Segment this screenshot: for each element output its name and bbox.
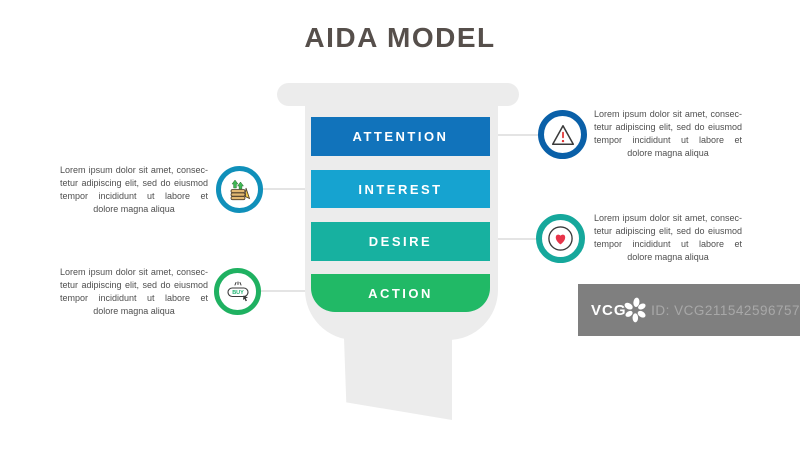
stage-action-label: ACTION bbox=[368, 285, 433, 301]
buy-button-icon: BUY bbox=[226, 281, 249, 301]
connector-desire bbox=[492, 238, 538, 240]
stage-interest-label: INTEREST bbox=[358, 181, 443, 197]
text-line: dolore magna aliqua bbox=[627, 252, 709, 262]
text-line: tempor incididunt ut labore et bbox=[60, 293, 208, 303]
page-title: AIDA MODEL bbox=[304, 22, 496, 53]
text-line: tempor incididunt ut labore et bbox=[594, 135, 742, 145]
badge-attention bbox=[538, 110, 587, 159]
buy-label: BUY bbox=[232, 290, 244, 296]
stage-attention: ATTENTION bbox=[311, 117, 490, 156]
stage-attention-label: ATTENTION bbox=[352, 129, 449, 144]
stage-action: ACTION bbox=[311, 274, 490, 312]
badge-desire bbox=[536, 214, 585, 263]
connector-attention bbox=[492, 134, 540, 136]
text-line: tetur adipiscing elit, sed do eiusmod bbox=[60, 178, 208, 188]
vcg-pinwheel-icon bbox=[624, 297, 646, 323]
text-line: dolore magna aliqua bbox=[627, 148, 709, 158]
annotation-text-action: Lorem ipsum dolor sit amet, consec- tetu… bbox=[60, 266, 208, 318]
stage-interest: INTEREST bbox=[311, 170, 490, 208]
text-line: Lorem ipsum dolor sit amet, consec- bbox=[594, 109, 742, 119]
stage-desire: DESIRE bbox=[311, 222, 490, 261]
badge-interest bbox=[216, 166, 263, 213]
watermark-id: ID: VCG211542596757 bbox=[651, 302, 800, 318]
badge-action: BUY bbox=[214, 268, 261, 315]
text-line: tempor incididunt ut labore et bbox=[594, 239, 742, 249]
annotation-text-attention: Lorem ipsum dolor sit amet, consec- tetu… bbox=[594, 108, 742, 160]
text-line: tetur adipiscing elit, sed do eiusmod bbox=[60, 280, 208, 290]
text-line: dolore magna aliqua bbox=[93, 204, 175, 214]
text-line: tempor incididunt ut labore et bbox=[60, 191, 208, 201]
connector-action bbox=[260, 290, 313, 292]
warning-triangle-icon bbox=[551, 124, 574, 145]
vcg-watermark: VCG ID: VCG211542596757 bbox=[578, 284, 800, 336]
text-line: dolore magna aliqua bbox=[93, 306, 175, 316]
stage-desire-label: DESIRE bbox=[368, 234, 433, 249]
text-line: Lorem ipsum dolor sit amet, consec- bbox=[60, 267, 208, 277]
annotation-text-desire: Lorem ipsum dolor sit amet, consec- tetu… bbox=[594, 212, 742, 264]
vcg-logo-text: VCG bbox=[591, 301, 627, 319]
text-line: Lorem ipsum dolor sit amet, consec- bbox=[60, 165, 208, 175]
text-line: tetur adipiscing elit, sed do eiusmod bbox=[594, 226, 742, 236]
annotation-text-interest: Lorem ipsum dolor sit amet, consec- tetu… bbox=[60, 164, 208, 216]
heart-icon bbox=[548, 226, 573, 251]
connector-interest bbox=[262, 188, 313, 190]
text-line: Lorem ipsum dolor sit amet, consec- bbox=[594, 213, 742, 223]
growth-report-icon bbox=[230, 179, 250, 200]
text-line: tetur adipiscing elit, sed do eiusmod bbox=[594, 122, 742, 132]
